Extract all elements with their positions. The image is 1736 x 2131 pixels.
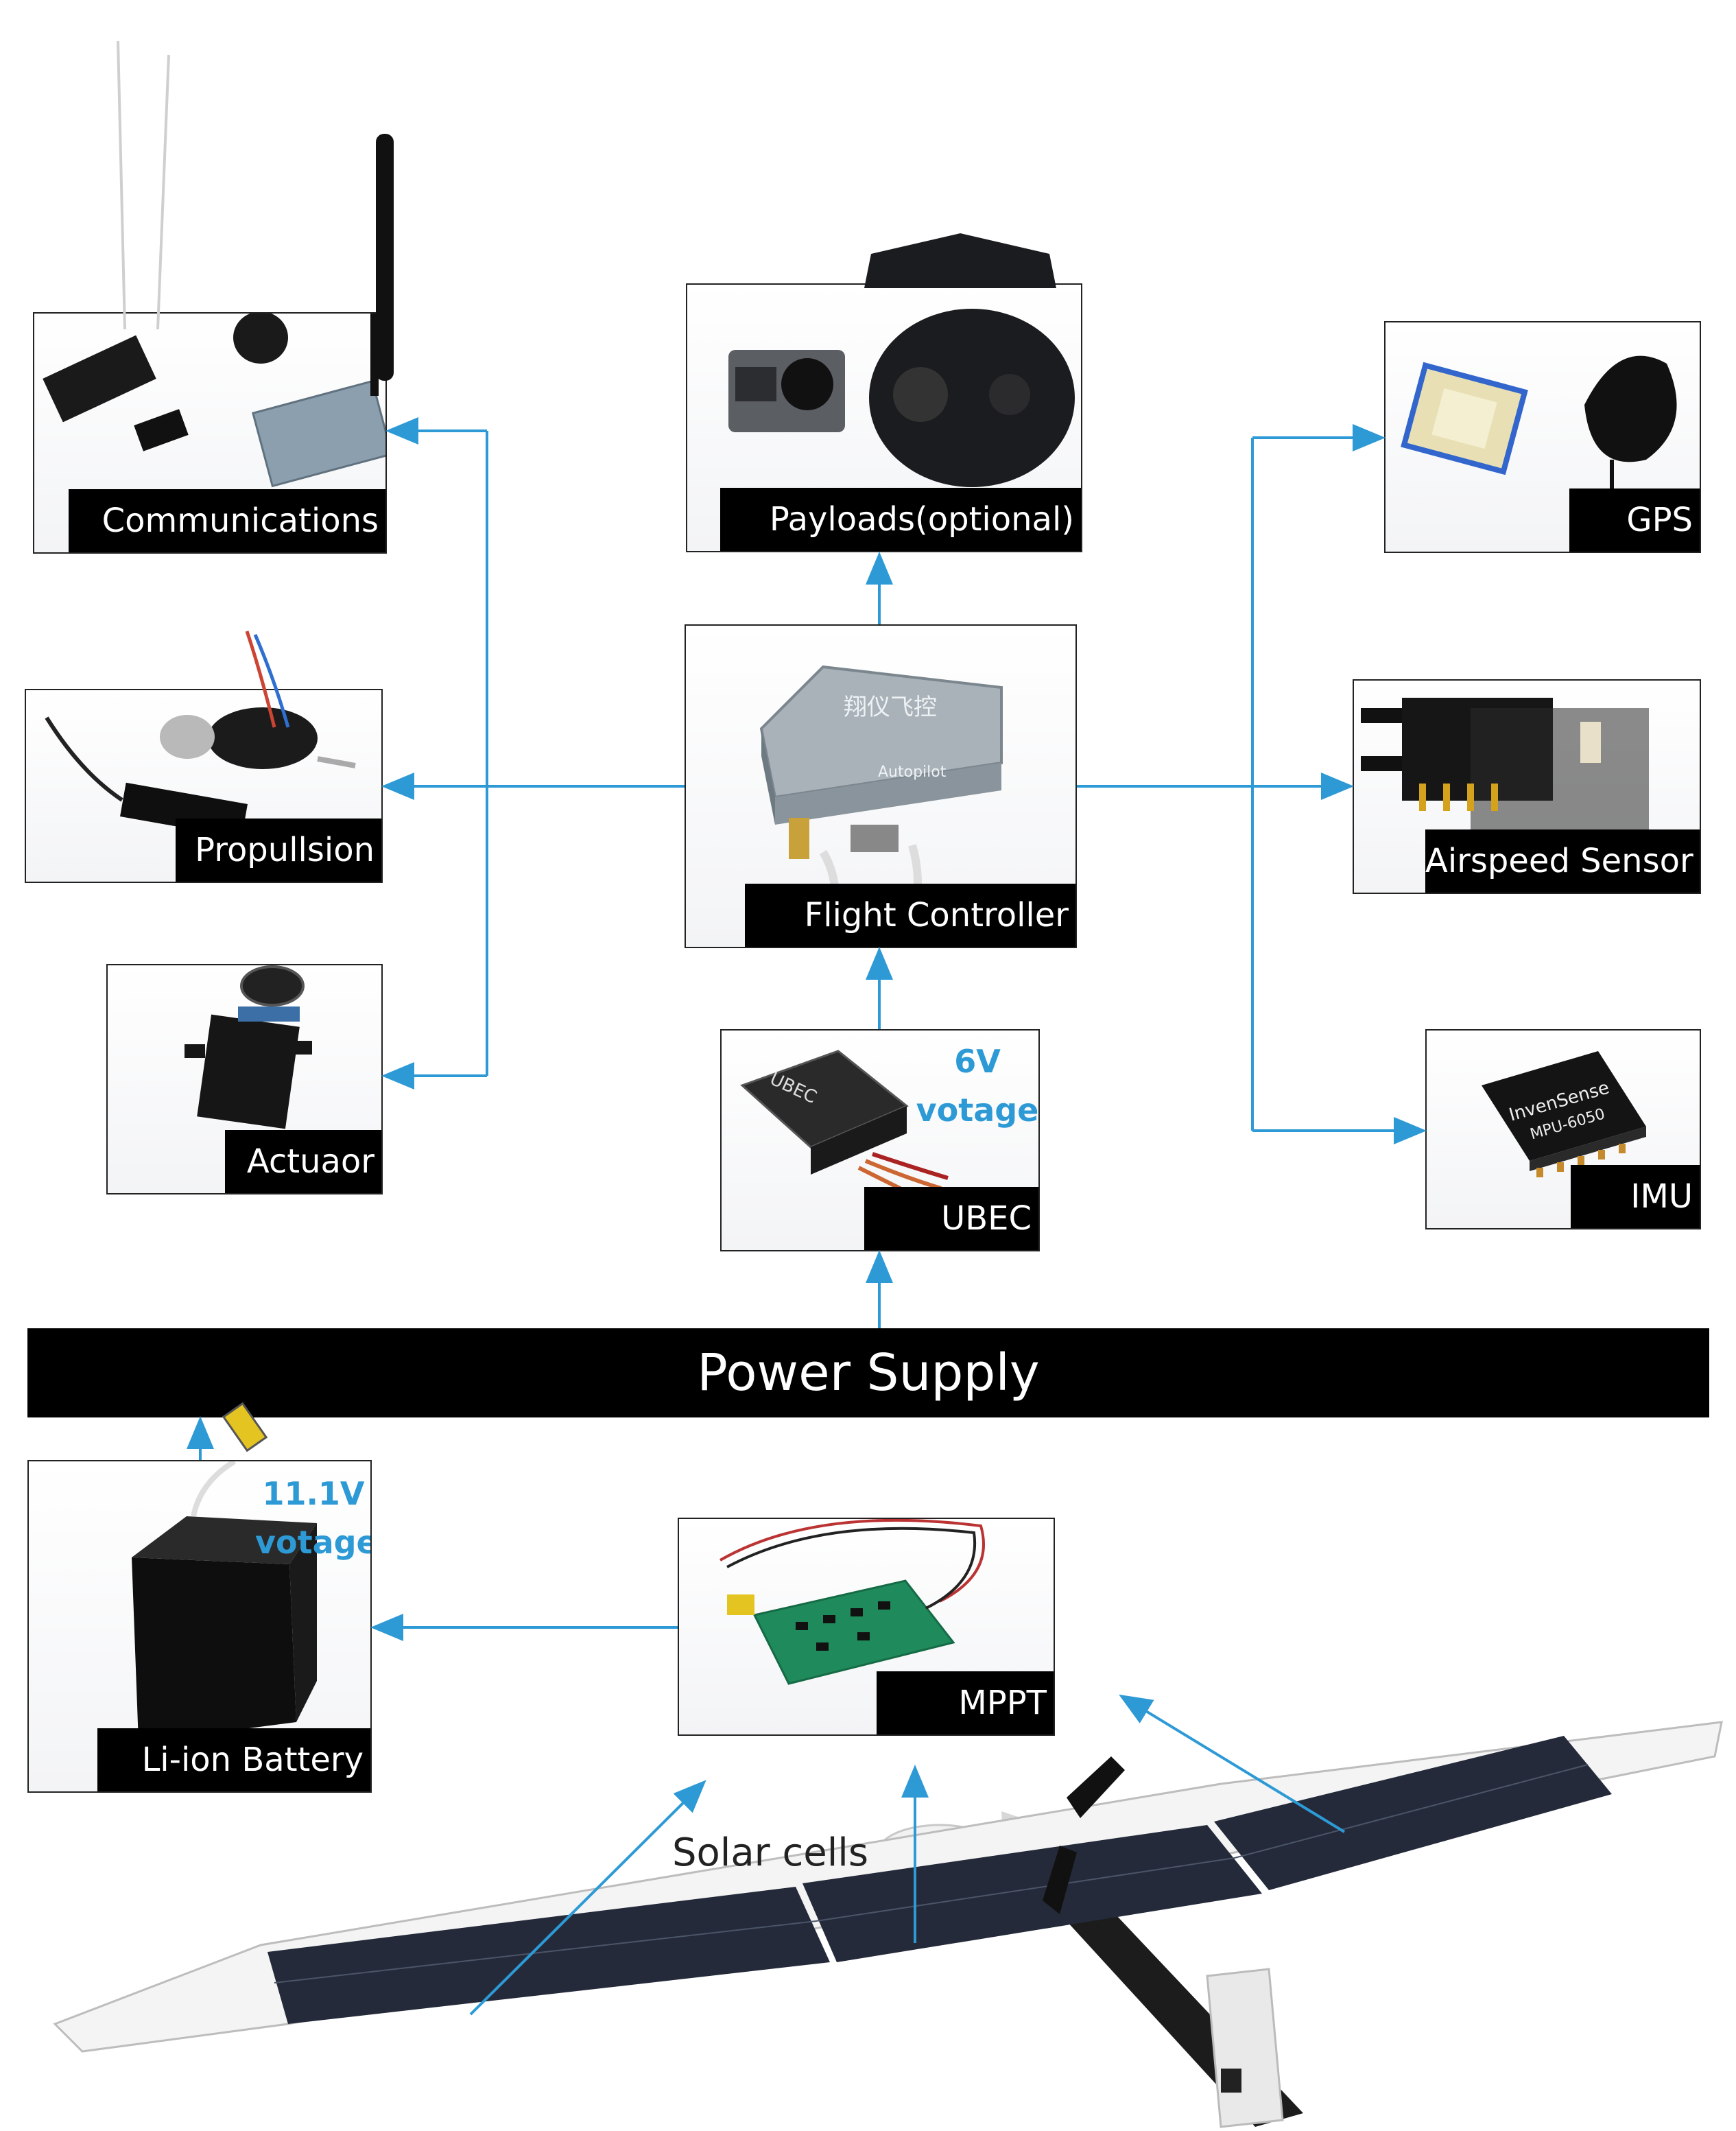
fc-model: Autopilot (878, 764, 947, 781)
payloads-label: Payloads(optional) (720, 488, 1081, 551)
servo-icon (185, 965, 312, 1129)
pressure-sensor-icon (1361, 698, 1649, 845)
ubec-voltage-unit: votage (916, 1092, 1039, 1129)
propulsion-block: Propullsion (25, 689, 383, 883)
battery-block: 11.1V votage Li-ion Battery (27, 1460, 372, 1793)
mppt-label: MPPT (877, 1671, 1054, 1734)
ubec-module-icon: UBEC (740, 1050, 949, 1204)
airspeed-block: Airspeed Sensor (1353, 679, 1701, 894)
imu-chip-icon: InvenSense MPU-6050 (1482, 1051, 1646, 1177)
camera-gimbal-icon (728, 309, 1075, 487)
battery-label: Li-ion Battery (97, 1728, 370, 1791)
actuator-block: Actuaor (106, 964, 383, 1194)
solar-cells-label: Solar cells (672, 1830, 869, 1875)
communications-label: Communications (69, 489, 385, 552)
mppt-board-icon (720, 1519, 985, 1685)
battery-voltage: 11.1V votage (255, 1470, 372, 1568)
mppt-block: MPPT (678, 1518, 1055, 1736)
fc-brand: 翔仪飞控 (844, 694, 937, 721)
ubec-block: UBEC 6V votage UBEC (720, 1029, 1040, 1251)
arrow-solar-left (469, 1780, 706, 2016)
radio-transceiver-icon (43, 314, 385, 488)
battery-pack-icon (132, 1461, 317, 1743)
gps-label: GPS (1569, 488, 1700, 552)
imu-label: IMU (1571, 1165, 1700, 1228)
gps-module-icon (1401, 355, 1677, 528)
communications-block: Communications (33, 312, 387, 554)
ubec-voltage: 6V votage (914, 1037, 1039, 1135)
battery-voltage-unit: votage (255, 1524, 372, 1562)
power-supply-bar: Power Supply (27, 1328, 1709, 1417)
gps-block: GPS (1384, 321, 1701, 553)
actuator-label: Actuaor (225, 1130, 381, 1193)
flight-controller-label: Flight Controller (745, 884, 1075, 947)
imu-block: InvenSense MPU-6050 IMU (1425, 1029, 1701, 1229)
arrow-solar-right (1119, 1694, 1346, 1833)
autopilot-board-icon: 翔仪飞控 Autopilot (759, 665, 1003, 937)
propulsion-label: Propullsion (176, 819, 381, 882)
flight-controller-block: 翔仪飞控 Autopilot Flight Controller (685, 624, 1077, 948)
ubec-voltage-value: 6V (954, 1043, 1001, 1080)
ubec-label: UBEC (864, 1187, 1038, 1250)
battery-voltage-value: 11.1V (262, 1475, 365, 1512)
airspeed-label: Airspeed Sensor (1425, 829, 1700, 893)
